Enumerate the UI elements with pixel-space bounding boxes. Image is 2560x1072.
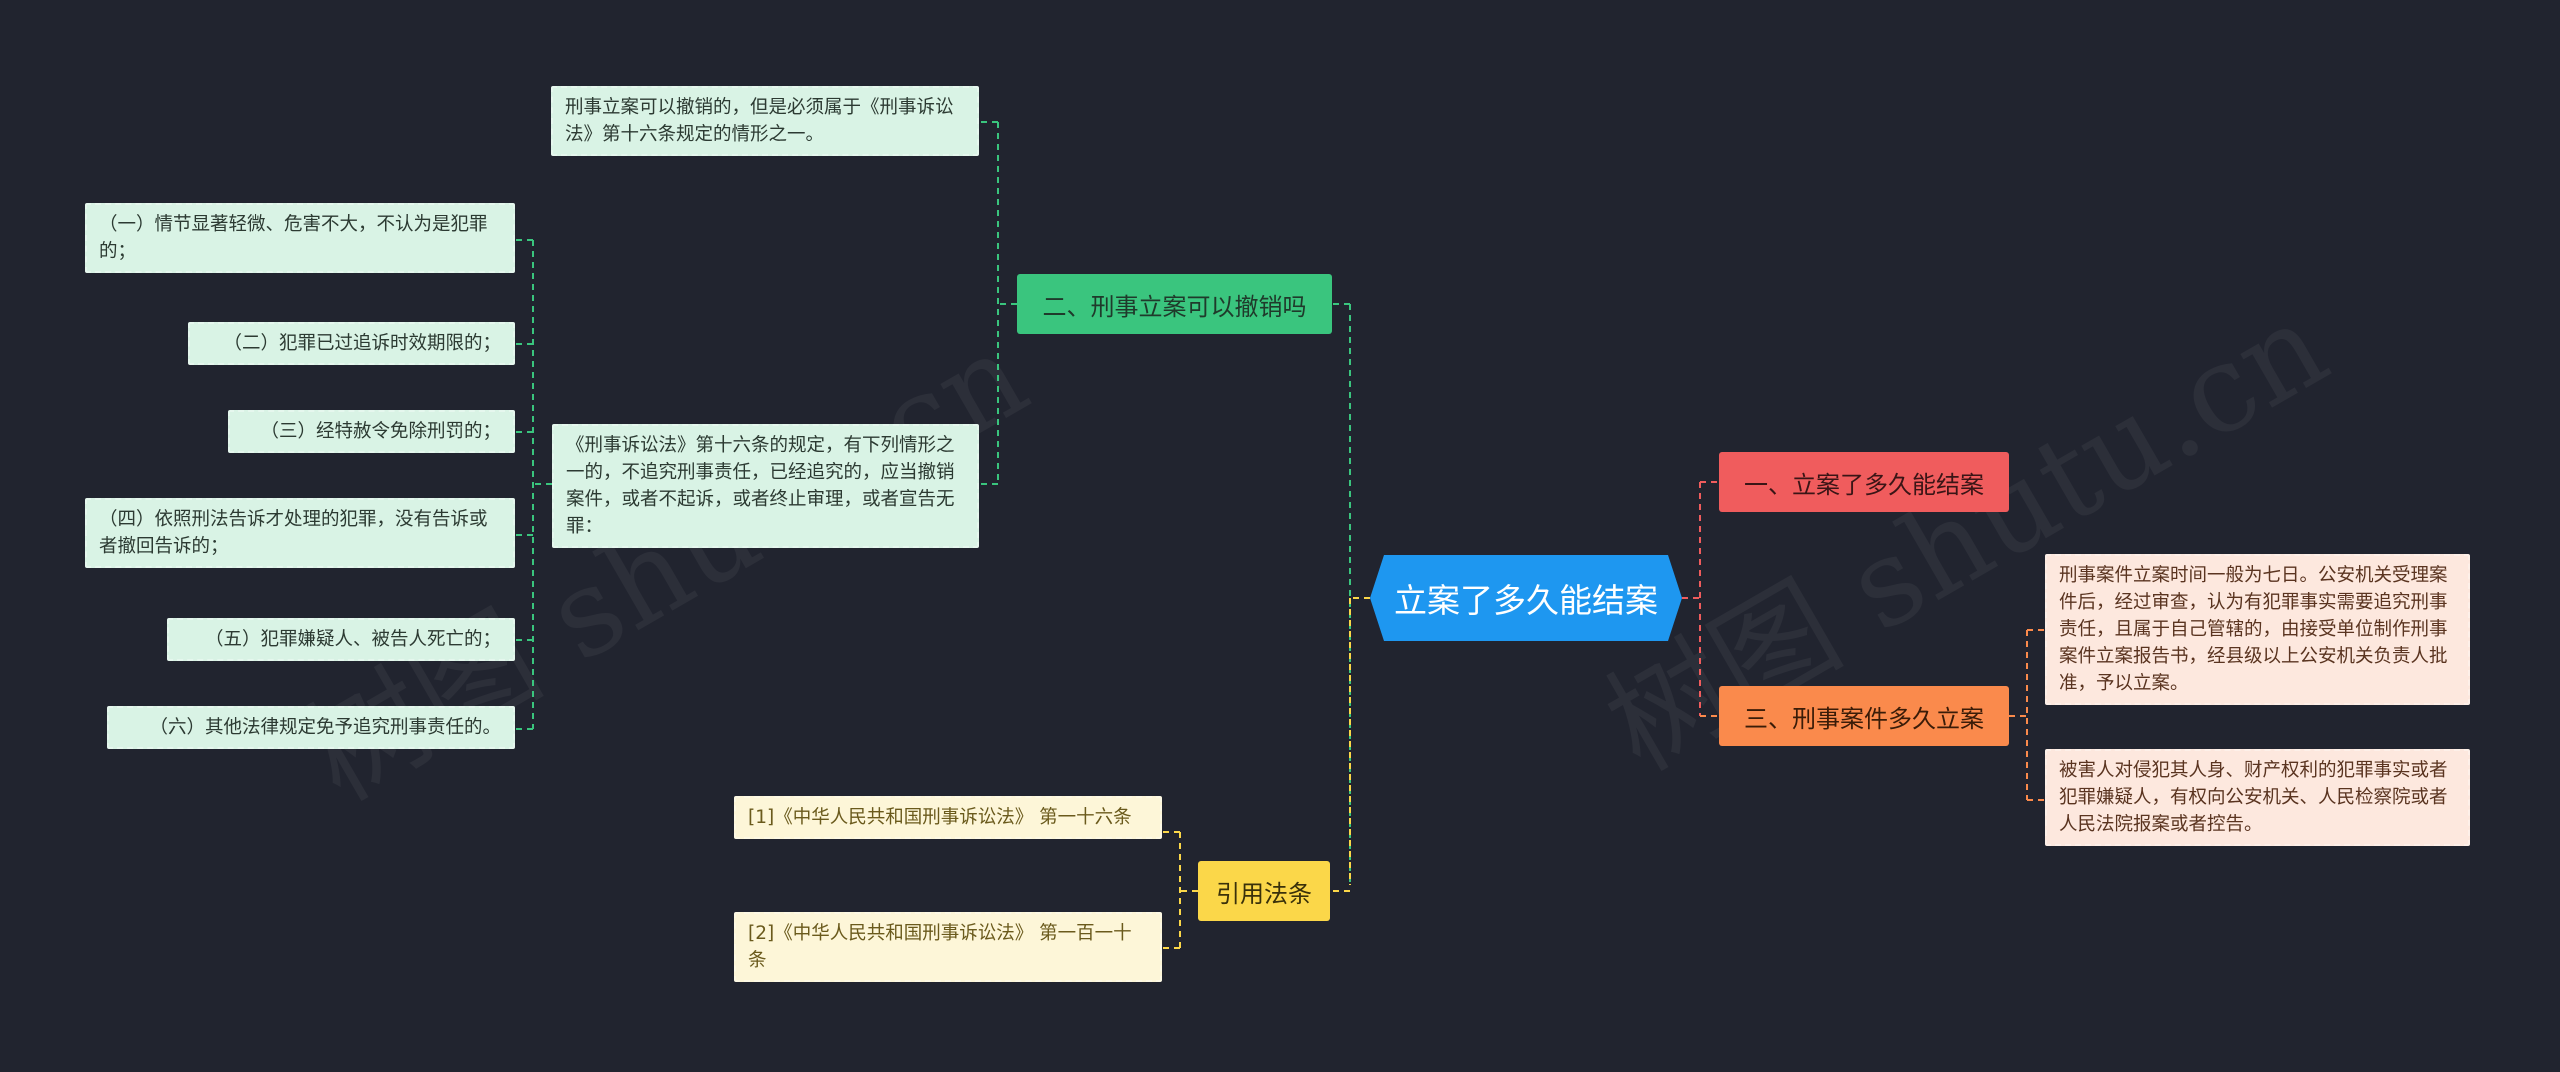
branch-revoke-case-label: 二、刑事立案可以撤销吗 (1042, 292, 1307, 321)
leaf-citation-text: [1]《中华人民共和国刑事诉讼法》 第一十六条 (748, 807, 1132, 828)
leaf-revoke-summary-text: 刑事立案可以撤销的，但是必须属于《刑事诉讼法》第十六条规定的情形之一。 (565, 97, 954, 145)
root-topic[interactable]: 立案了多久能结案 (1370, 555, 1682, 641)
leaf-item-text: （五）犯罪嫌疑人、被告人死亡的； (204, 629, 501, 650)
leaf-revoke-summary[interactable]: 刑事立案可以撤销的，但是必须属于《刑事诉讼法》第十六条规定的情形之一。 (551, 86, 979, 156)
branch-revoke-case[interactable]: 二、刑事立案可以撤销吗 (1017, 274, 1332, 334)
branch-filing-time[interactable]: 三、刑事案件多久立案 (1719, 686, 2009, 746)
leaf-item-text: （四）依照刑法告诉才处理的犯罪，没有告诉或者撤回告诉的； (99, 509, 488, 557)
leaf-citation-text: [2]《中华人民共和国刑事诉讼法》 第一百一十条 (748, 923, 1132, 971)
leaf-citation[interactable]: [1]《中华人民共和国刑事诉讼法》 第一十六条 (734, 796, 1162, 839)
leaf-item-text: （六）其他法律规定免予追究刑事责任的。 (149, 717, 501, 738)
branch-cited-law[interactable]: 引用法条 (1198, 861, 1330, 921)
leaf-filing-time-rule-text: 刑事案件立案时间一般为七日。公安机关受理案件后，经过审查，认为有犯罪事实需要追究… (2059, 565, 2448, 694)
branch-filing-time-label: 三、刑事案件多久立案 (1744, 704, 1984, 733)
leaf-victim-report[interactable]: 被害人对侵犯其人身、财产权利的犯罪事实或者犯罪嫌疑人，有权向公安机关、人民检察院… (2045, 749, 2470, 846)
leaf-citation[interactable]: [2]《中华人民共和国刑事诉讼法》 第一百一十条 (734, 912, 1162, 982)
leaf-item[interactable]: （三）经特赦令免除刑罚的； (228, 410, 515, 453)
leaf-item[interactable]: （五）犯罪嫌疑人、被告人死亡的； (167, 618, 515, 661)
leaf-article-16-text: 《刑事诉讼法》第十六条的规定，有下列情形之一的，不追究刑事责任，已经追究的，应当… (566, 435, 955, 537)
leaf-item-text: （二）犯罪已过追诉时效期限的； (223, 333, 501, 354)
root-topic-label: 立案了多久能结案 (1394, 581, 1658, 620)
leaf-item[interactable]: （二）犯罪已过追诉时效期限的； (188, 322, 515, 365)
leaf-filing-time-rule[interactable]: 刑事案件立案时间一般为七日。公安机关受理案件后，经过审查，认为有犯罪事实需要追究… (2045, 554, 2470, 705)
leaf-item[interactable]: （四）依照刑法告诉才处理的犯罪，没有告诉或者撤回告诉的； (85, 498, 515, 568)
leaf-victim-report-text: 被害人对侵犯其人身、财产权利的犯罪事实或者犯罪嫌疑人，有权向公安机关、人民检察院… (2059, 760, 2448, 835)
branch-case-duration[interactable]: 一、立案了多久能结案 (1719, 452, 2009, 512)
leaf-item[interactable]: （一）情节显著轻微、危害不大，不认为是犯罪的； (85, 203, 515, 273)
leaf-item[interactable]: （六）其他法律规定免予追究刑事责任的。 (107, 706, 515, 749)
leaf-item-text: （一）情节显著轻微、危害不大，不认为是犯罪的； (99, 214, 488, 262)
leaf-item-text: （三）经特赦令免除刑罚的； (260, 421, 501, 442)
branch-case-duration-label: 一、立案了多久能结案 (1744, 470, 1984, 499)
branch-cited-law-label: 引用法条 (1216, 879, 1312, 908)
leaf-article-16[interactable]: 《刑事诉讼法》第十六条的规定，有下列情形之一的，不追究刑事责任，已经追究的，应当… (552, 424, 979, 548)
